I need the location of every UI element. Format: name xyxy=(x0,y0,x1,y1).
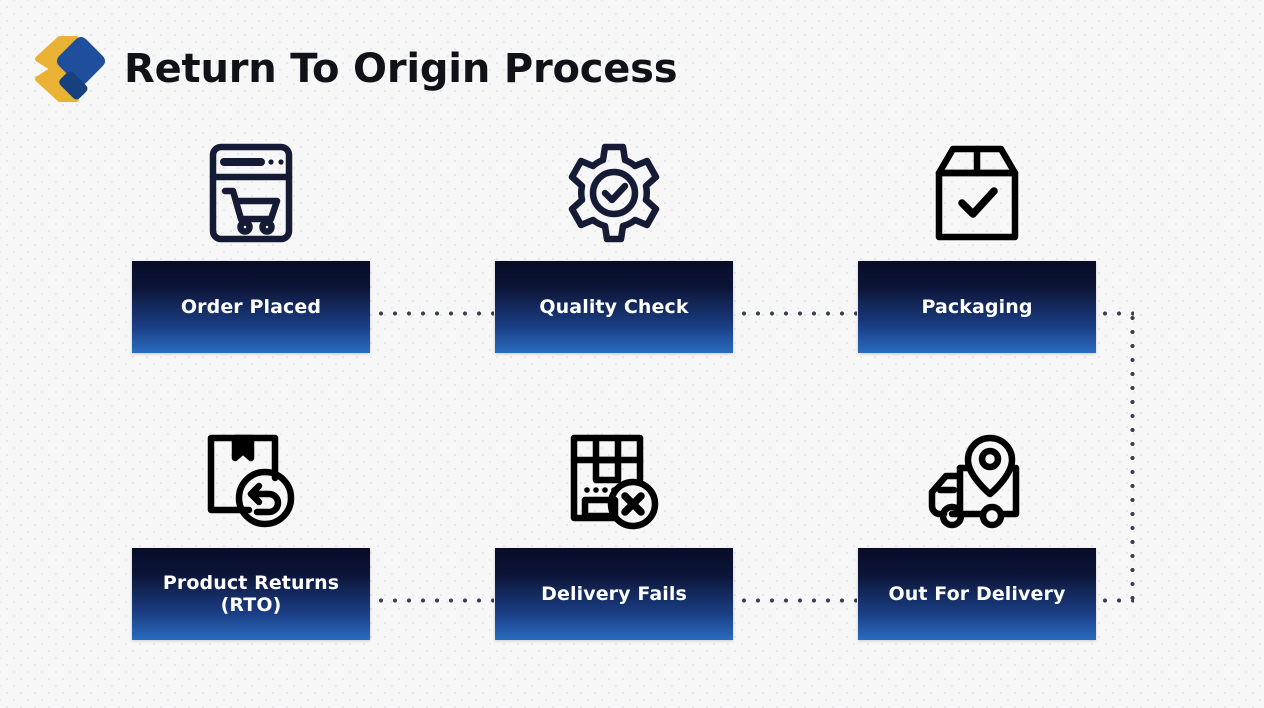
connector-packaging-down xyxy=(1130,311,1135,599)
flow-node-out-for-delivery[interactable]: Out For Delivery xyxy=(858,420,1096,640)
gear-check-icon xyxy=(495,133,733,253)
page-title: Return To Origin Process xyxy=(124,46,678,92)
brand-diamond-logo xyxy=(30,36,108,102)
slide-header: Return To Origin Process xyxy=(30,36,678,102)
connector-delivery-fails-to-product-returns xyxy=(374,598,494,603)
label-line-1: Packaging xyxy=(921,295,1033,318)
connector-packaging-out xyxy=(1098,311,1134,316)
flow-node-label-packaging[interactable]: Packaging xyxy=(858,261,1096,353)
flow-node-quality-check[interactable]: Quality Check xyxy=(495,133,733,353)
connector-order-placed-to-quality-check xyxy=(374,311,494,316)
truck-location-pin-icon xyxy=(858,420,1096,540)
flow-node-label-order-placed[interactable]: Order Placed xyxy=(132,261,370,353)
flow-node-packaging[interactable]: Packaging xyxy=(858,133,1096,353)
connector-into-out-for-delivery xyxy=(1098,598,1134,603)
box-check-icon xyxy=(858,133,1096,253)
package-x-icon xyxy=(495,420,733,540)
flow-node-label-quality-check[interactable]: Quality Check xyxy=(495,261,733,353)
label-line-1: Product Returns xyxy=(162,571,340,594)
label-line-1: Quality Check xyxy=(539,295,689,318)
browser-cart-icon xyxy=(132,133,370,253)
flow-node-product-returns[interactable]: Product Returns (RTO) xyxy=(132,420,370,640)
flow-node-label-product-returns[interactable]: Product Returns (RTO) xyxy=(132,548,370,640)
box-return-arrow-icon xyxy=(132,420,370,540)
connector-out-for-delivery-to-delivery-fails xyxy=(737,598,857,603)
connector-quality-check-to-packaging xyxy=(737,311,857,316)
flow-node-delivery-fails[interactable]: Delivery Fails xyxy=(495,420,733,640)
flow-node-label-delivery-fails[interactable]: Delivery Fails xyxy=(495,548,733,640)
label-line-1: Delivery Fails xyxy=(541,582,687,605)
flow-node-label-out-for-delivery[interactable]: Out For Delivery xyxy=(858,548,1096,640)
label-line-1: Out For Delivery xyxy=(888,582,1066,605)
flow-node-order-placed[interactable]: Order Placed xyxy=(132,133,370,353)
label-line-1: Order Placed xyxy=(180,295,322,318)
label-line-2: (RTO) xyxy=(220,594,282,616)
